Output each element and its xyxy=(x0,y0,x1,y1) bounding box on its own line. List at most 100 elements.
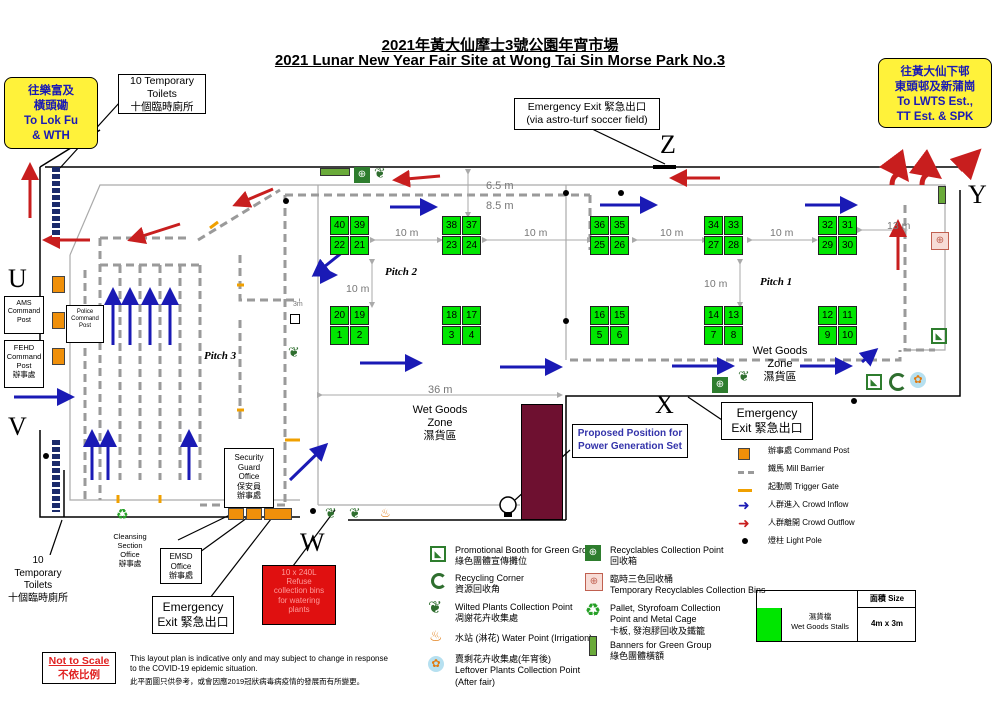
toilets-top-block xyxy=(52,167,60,237)
legend-mill-barrier-icon xyxy=(738,471,754,474)
legend-command-post-icon xyxy=(738,448,750,460)
legend-trigger-gate-icon xyxy=(738,489,752,492)
gate-letter-w: W xyxy=(300,528,325,557)
legend-inflow-arrow-icon: ➜ xyxy=(738,497,750,513)
trigger-gates xyxy=(116,220,300,503)
dist-6-5m: 6.5 m xyxy=(486,180,514,192)
toilets-bottom-block xyxy=(52,440,60,512)
legend-right-label: 鐵馬 Mill Barrier xyxy=(768,464,825,473)
crowd-inflow-arrows xyxy=(14,196,879,482)
gate-letter-v: V xyxy=(8,412,27,441)
stall-26: 26 xyxy=(610,236,629,255)
legend-right-label: 燈柱 Light Pole xyxy=(768,536,822,545)
promotional-booth-icon: ◣ xyxy=(430,546,446,562)
stall-24: 24 xyxy=(462,236,481,255)
legend-light-pole-icon xyxy=(742,538,748,544)
stall-34: 34 xyxy=(704,216,723,235)
legend-outflow-arrow-icon: ➜ xyxy=(738,515,750,531)
direction-box-right: 往黃大仙下邨 東頭邨及新蒲崗 To LWTS Est., TT Est. & S… xyxy=(878,58,992,128)
stall-23: 23 xyxy=(442,236,461,255)
stall-10: 10 xyxy=(838,326,857,345)
stall-31: 31 xyxy=(838,216,857,235)
crowd-outflow-arrows xyxy=(21,162,907,270)
not-to-scale-box: Not to Scale 不依比例 xyxy=(42,652,116,684)
stall-5: 5 xyxy=(590,326,609,345)
stall-21: 21 xyxy=(350,236,369,255)
water-point-icon: ♨ xyxy=(429,628,443,645)
pallet-recycle-icon: ♻ xyxy=(585,600,602,620)
stall-15: 15 xyxy=(610,306,629,325)
stall-27: 27 xyxy=(704,236,723,255)
stall-38: 38 xyxy=(442,216,461,235)
size-table-swatch xyxy=(757,608,782,641)
pallet-recycle-icon: ♻ xyxy=(116,506,129,522)
footer-note-en: This layout plan is indicative only and … xyxy=(130,654,388,673)
temporary-bins-icon xyxy=(290,314,300,324)
direction-box-left: 往樂富及 橫頭磡 To Lok Fu & WTH xyxy=(4,77,98,149)
water-point-icon: ♨ xyxy=(380,506,391,520)
stall-30: 30 xyxy=(838,236,857,255)
dist-10m-e: 10 m xyxy=(346,283,370,295)
recyclables-collection-icon: ⊕ xyxy=(712,377,728,393)
gate-letter-x: X xyxy=(655,390,674,419)
wilted-plants-icon: ❦ xyxy=(738,368,750,384)
stall-22: 22 xyxy=(330,236,349,255)
dist-8-5m: 8.5 m xyxy=(486,200,514,212)
stall-39: 39 xyxy=(350,216,369,235)
legend-water-point: 水站 (淋花) Water Point (Irrigation) xyxy=(455,633,593,643)
temporary-bins-icon: ⊕ xyxy=(585,573,603,591)
promotional-booth-icon: ◣ xyxy=(931,328,947,344)
command-post-fehd xyxy=(52,348,65,365)
pitch-3-label: Pitch 3 xyxy=(204,350,237,362)
leftover-plants-icon: ✿ xyxy=(428,656,444,672)
stall-37: 37 xyxy=(462,216,481,235)
wilted-plants-icon: ❦ xyxy=(325,505,337,521)
power-generation-set xyxy=(521,404,563,520)
stall-8: 8 xyxy=(724,326,743,345)
stall-9: 9 xyxy=(818,326,837,345)
dist-10m-b: 10 m xyxy=(524,227,548,239)
legend-right-label: 辦事處 Command Post xyxy=(768,446,850,455)
stall-12: 12 xyxy=(818,306,837,325)
gate-letter-z: Z xyxy=(660,130,676,159)
wilted-plants-icon: ❦ xyxy=(428,598,443,617)
command-post-security xyxy=(264,508,292,520)
green-group-banner xyxy=(320,168,350,176)
dist-36m: 36 m xyxy=(428,384,453,396)
command-post-ams xyxy=(52,276,65,293)
command-post-police xyxy=(52,312,65,329)
size-table-header: 面積 Size xyxy=(857,591,916,608)
promotional-booth-icon: ◣ xyxy=(866,374,882,390)
pitch-1-label: Pitch 1 xyxy=(760,276,793,288)
stall-7: 7 xyxy=(704,326,723,345)
wilted-plants-icon: ❦ xyxy=(374,165,386,181)
light-pole xyxy=(618,190,624,196)
stall-13: 13 xyxy=(724,306,743,325)
dist-13m: 13 m xyxy=(887,220,911,232)
leftover-plants-icon: ✿ xyxy=(910,372,926,388)
gate-letter-y: Y xyxy=(968,180,987,209)
light-pole xyxy=(43,453,49,459)
stall-20: 20 xyxy=(330,306,349,325)
stall-36: 36 xyxy=(590,216,609,235)
wilted-plants-icon: ❦ xyxy=(288,344,300,360)
legend-right-label: 人群離開 Crowd Outflow xyxy=(768,518,855,527)
recycling-corner-icon xyxy=(889,373,907,391)
